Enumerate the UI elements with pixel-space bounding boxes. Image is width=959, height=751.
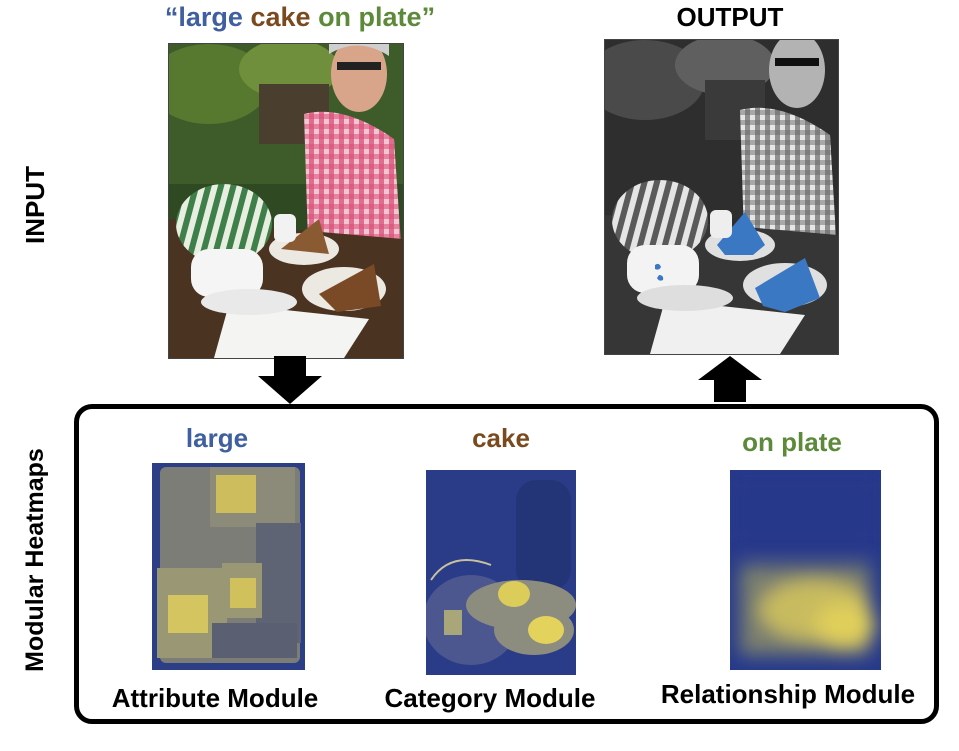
- category-module-label: Category Module: [384, 683, 596, 713]
- query-word-attribute: large: [178, 2, 243, 32]
- output-photo: [604, 39, 839, 355]
- relationship-module-label: Relationship Module: [660, 679, 916, 709]
- query-text: “large cake on plate”: [150, 0, 450, 34]
- modular-heatmaps-label: Modular Heatmaps: [21, 448, 49, 672]
- query-open-quote: “: [164, 2, 179, 32]
- module-word-relationship: on plate: [742, 427, 842, 457]
- category-heatmap: [426, 470, 576, 675]
- down-arrow-icon: [258, 356, 322, 404]
- query-word-relationship: on plate: [318, 2, 422, 32]
- input-label: INPUT: [20, 166, 50, 244]
- module-word-attribute: large: [185, 423, 249, 453]
- query-word-category: cake: [250, 2, 311, 32]
- up-arrow-icon: [698, 356, 762, 402]
- output-title: OUTPUT: [676, 2, 784, 32]
- query-close-quote: ”: [421, 2, 436, 32]
- module-word-category: cake: [472, 423, 530, 453]
- modules-box: [74, 404, 939, 724]
- input-photo: [168, 43, 404, 359]
- relationship-heatmap: [730, 470, 881, 670]
- attribute-heatmap: [152, 463, 305, 670]
- attribute-module-label: Attribute Module: [111, 683, 319, 713]
